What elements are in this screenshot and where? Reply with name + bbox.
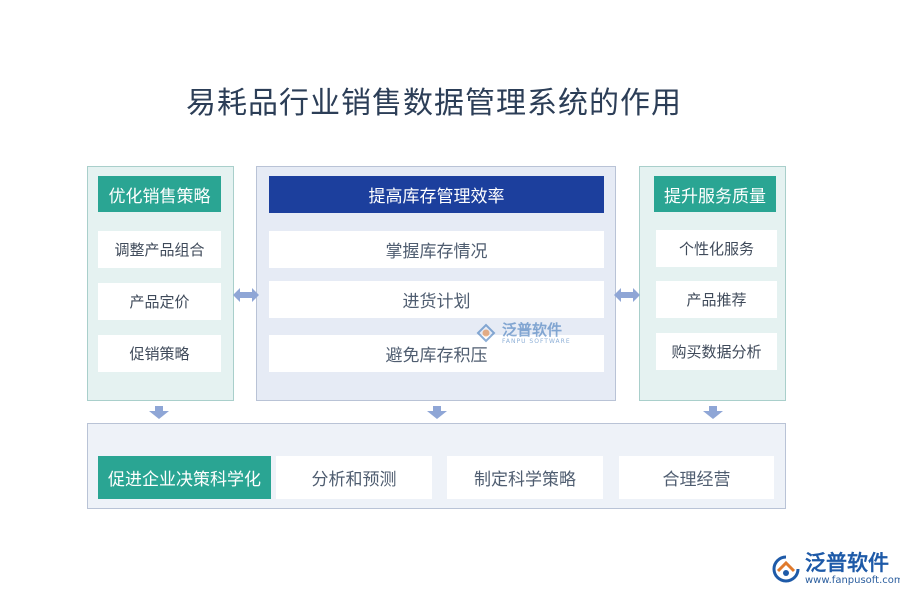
brand-logo: 泛普软件 www.fanpusoft.com — [772, 551, 900, 586]
bottom-item-scientific-strategy: 制定科学策略 — [447, 456, 603, 499]
down-arrow-left-icon — [149, 406, 169, 419]
down-arrow-right-icon — [703, 406, 723, 419]
right-item-personalized-service: 个性化服务 — [656, 230, 777, 267]
bottom-item-rational-operation: 合理经营 — [619, 456, 774, 499]
fanpu-logo-icon — [772, 555, 800, 582]
left-heading: 优化销售策略 — [98, 176, 221, 212]
bottom-item-analysis-forecast: 分析和预测 — [276, 456, 432, 499]
logo-cn: 泛普软件 — [805, 551, 889, 575]
right-item-purchase-data-analysis: 购买数据分析 — [656, 333, 777, 370]
middle-heading: 提高库存管理效率 — [269, 176, 604, 213]
page-title: 易耗品行业销售数据管理系统的作用 — [186, 86, 682, 121]
bottom-heading: 促进企业决策科学化 — [98, 456, 271, 499]
left-item-adjust-product-mix: 调整产品组合 — [98, 231, 221, 268]
fanpu-watermark-icon — [476, 323, 496, 343]
left-item-promotion-strategy: 促销策略 — [98, 335, 221, 372]
watermark: 泛普软件 FANPU SOFTWARE — [474, 321, 571, 345]
middle-item-inventory-status: 掌握库存情况 — [269, 231, 604, 268]
middle-item-purchase-plan: 进货计划 — [269, 281, 604, 318]
middle-item-avoid-overstock: 避免库存积压 — [269, 335, 604, 372]
double-arrow-right-icon — [614, 288, 640, 302]
watermark-en: FANPU SOFTWARE — [502, 337, 571, 345]
watermark-cn: 泛普软件 — [502, 320, 563, 339]
left-item-product-pricing: 产品定价 — [98, 283, 221, 320]
right-heading: 提升服务质量 — [654, 176, 776, 212]
down-arrow-middle-icon — [427, 406, 447, 419]
logo-url: www.fanpusoft.com — [805, 575, 900, 586]
double-arrow-left-icon — [233, 288, 259, 302]
right-item-product-recommendation: 产品推荐 — [656, 281, 777, 318]
